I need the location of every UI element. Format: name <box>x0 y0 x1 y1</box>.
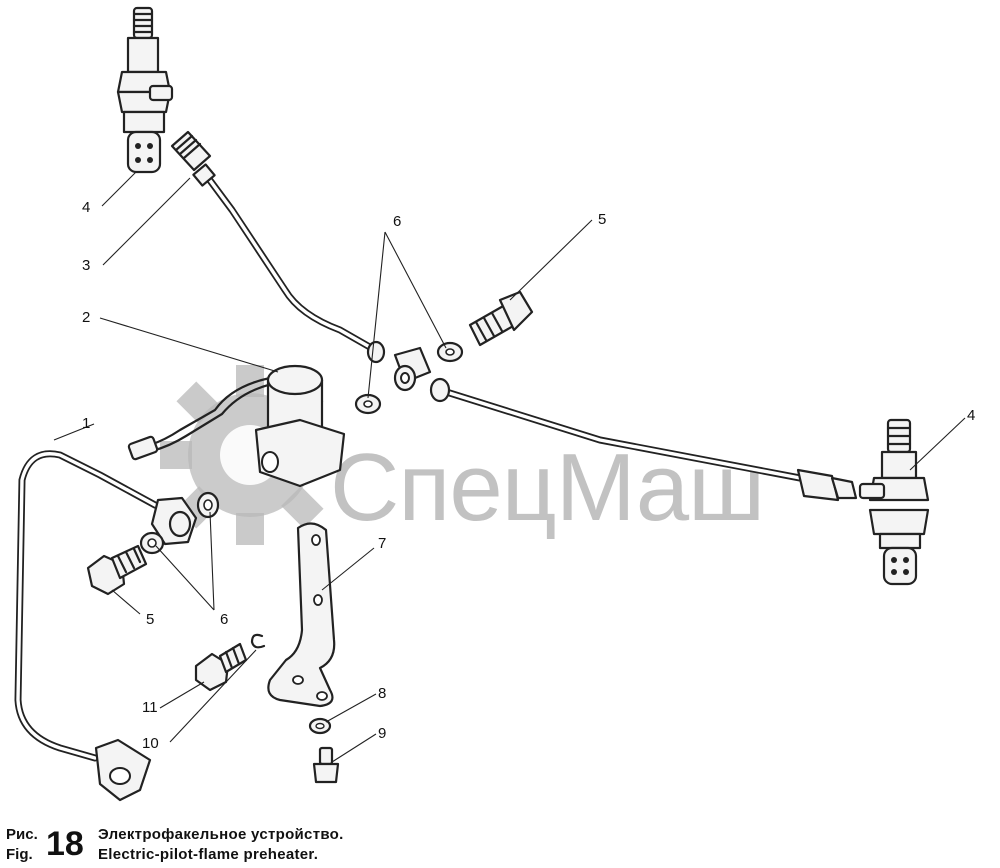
callout-6a: 6 <box>393 213 401 230</box>
callout-7: 7 <box>378 535 386 552</box>
fuel-pipe-upper <box>170 130 386 364</box>
leader-lines <box>53 171 966 763</box>
callout-5b: 5 <box>146 611 154 628</box>
banjo-bolt-upper <box>468 290 534 347</box>
caption-prefix-en: Fig. <box>6 846 33 863</box>
callouts: 1 2 3 4 4 5 5 6 6 7 8 9 10 11 <box>82 199 975 752</box>
caption-title-ru: Электрофакельное устройство. <box>98 826 344 843</box>
banjo-bolt-lower <box>86 544 148 596</box>
lock-washer <box>250 633 266 649</box>
callout-3: 3 <box>82 257 90 274</box>
bracket <box>267 522 336 708</box>
figure-caption: Рис. Fig. 18 Электрофакельное устройство… <box>6 824 706 866</box>
glow-plug-right <box>858 418 930 586</box>
callout-6b: 6 <box>220 611 228 628</box>
bolt-mounting <box>194 642 248 692</box>
callout-1: 1 <box>82 415 90 432</box>
solenoid-valve <box>127 364 346 488</box>
fuel-pipe-long <box>393 346 858 502</box>
callout-10: 10 <box>142 735 159 752</box>
caption-figure-number: 18 <box>46 825 84 863</box>
glow-plug-top-left <box>116 6 174 174</box>
washers-upper <box>354 341 464 415</box>
fuel-pipe-lower <box>14 450 198 802</box>
callout-5a: 5 <box>598 211 606 228</box>
spring-washer <box>308 717 332 735</box>
watermark-text: СпецМаш <box>330 434 764 541</box>
screw-small <box>312 746 340 784</box>
callout-4b: 4 <box>967 407 975 424</box>
callout-8: 8 <box>378 685 386 702</box>
callout-11: 11 <box>142 699 158 716</box>
caption-title-en: Electric-pilot-flame preheater. <box>98 846 319 863</box>
caption-prefix-ru: Рис. <box>6 826 38 843</box>
callout-4a: 4 <box>82 199 90 216</box>
callout-9: 9 <box>378 725 386 742</box>
callout-2: 2 <box>82 309 90 326</box>
